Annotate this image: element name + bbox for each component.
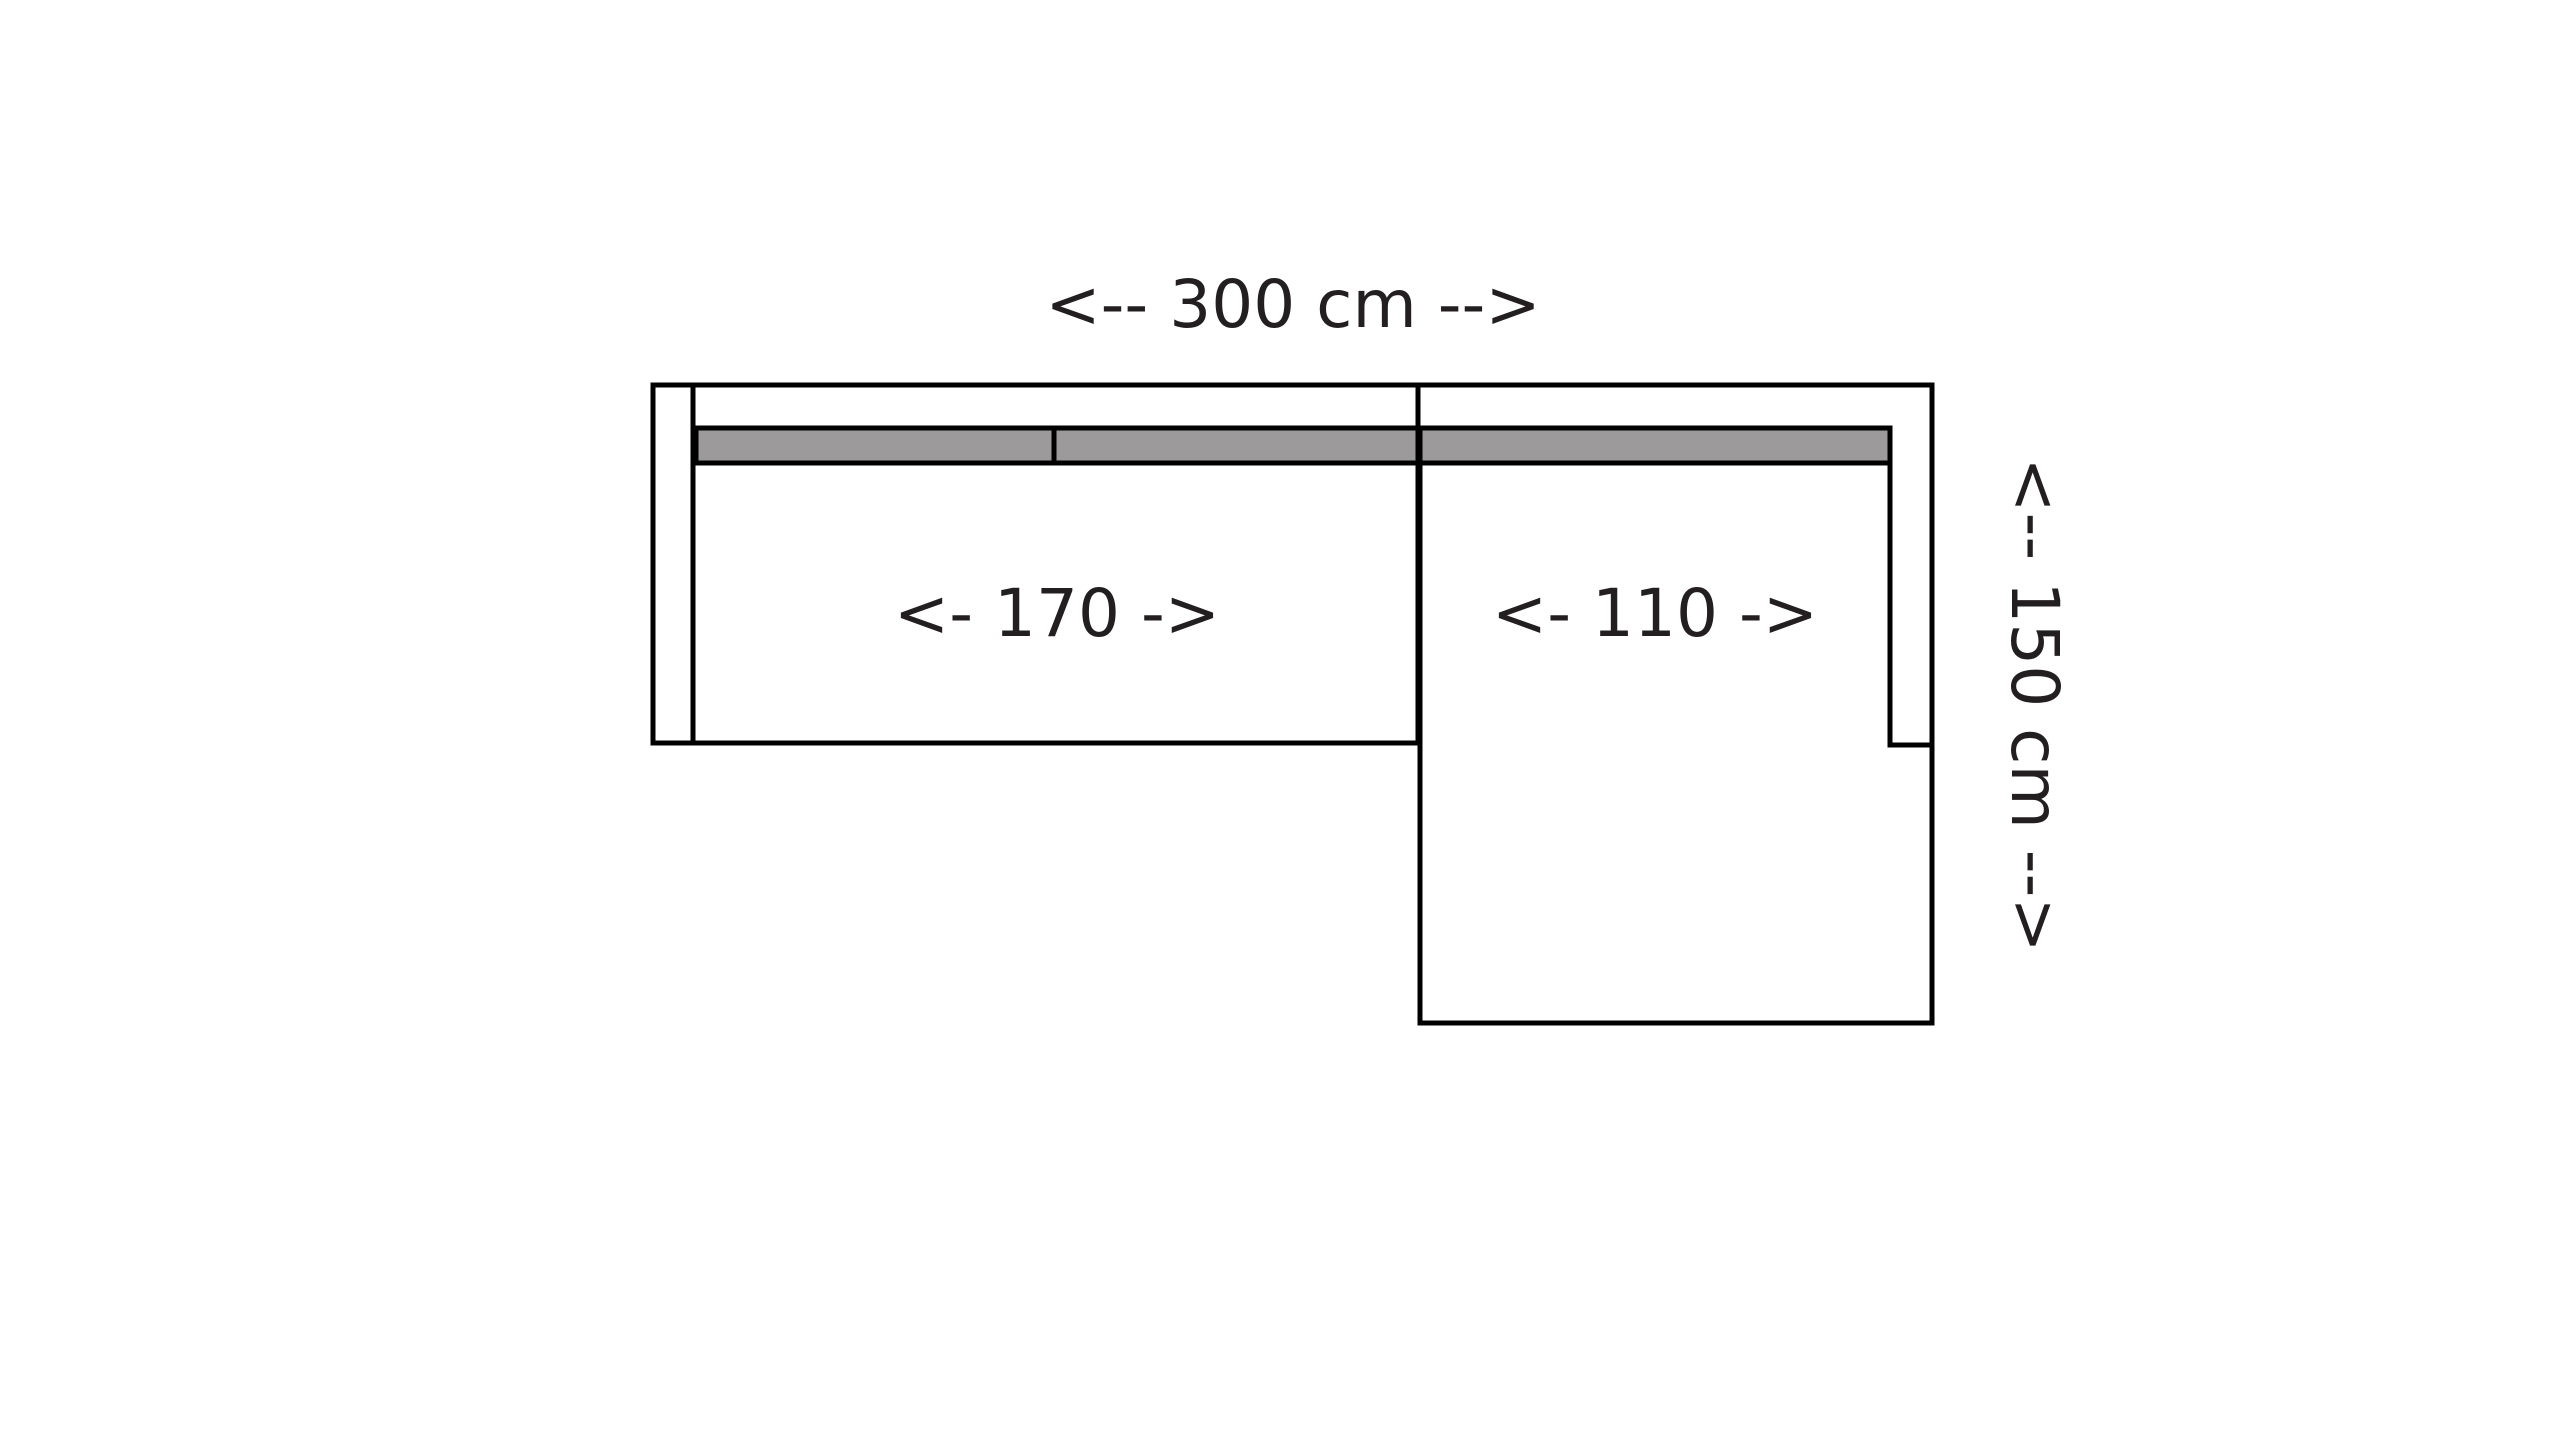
back-cushion-3: [1417, 425, 1893, 466]
depth-label: <-- 150 cm -->: [1996, 457, 2073, 952]
left-seat-area: [690, 460, 1421, 746]
total-width-label: <-- 300 cm -->: [1045, 266, 1540, 343]
back-cushion-1: [693, 425, 1057, 466]
back-cushion-2: [1051, 425, 1421, 466]
left-armrest: [650, 382, 696, 746]
right-seat-width-label: <- 110 ->: [1492, 575, 1818, 652]
left-seat-width-label: <- 170 ->: [894, 575, 1220, 652]
chaise-seat-area: [1417, 460, 1935, 1026]
